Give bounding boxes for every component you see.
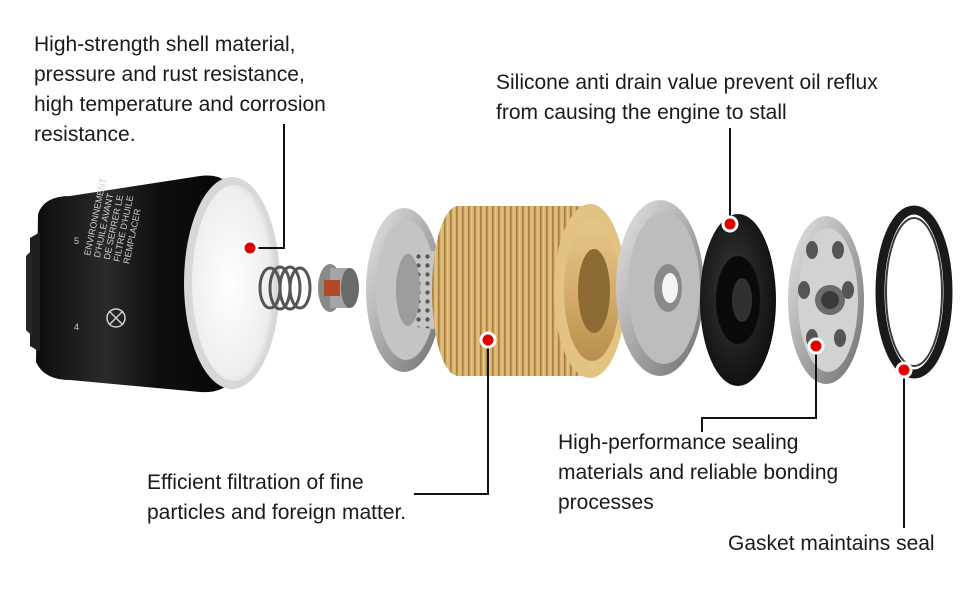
- sealing-callout-line: processes: [558, 491, 654, 514]
- gasket-callout: Gasket maintains seal: [728, 529, 935, 559]
- shell-callout-line: High-strength shell material,: [34, 33, 296, 56]
- canister-number: 5: [74, 236, 79, 246]
- sealing-leader-line: [701, 346, 817, 432]
- gasket-ring: [875, 205, 953, 379]
- shell-marker: [241, 239, 259, 257]
- shell-callout-line: resistance.: [34, 123, 136, 146]
- warning-emblem-icon: [106, 308, 126, 328]
- sealing-callout-line: High-performance sealing: [558, 431, 799, 454]
- canister-shell: ENVIRONNEMENT D'HUILE AVANT DE SERRER LE…: [26, 175, 280, 393]
- shell-callout-line: pressure and rust resistance,: [34, 63, 305, 86]
- bypass-valve: [318, 264, 359, 312]
- filtration-marker: [479, 331, 497, 349]
- valve-marker: [721, 215, 739, 233]
- end-plate: [616, 200, 704, 376]
- anti-drain-valve: [700, 214, 776, 386]
- valve-callout: Silicone anti drain value prevent oil re…: [496, 68, 878, 128]
- gasket-callout-line: Gasket maintains seal: [728, 532, 935, 555]
- sealing-callout-line: materials and reliable bonding: [558, 461, 839, 484]
- shell-leader-line: [250, 124, 285, 249]
- filtration-callout: Efficient filtration of fine particles a…: [147, 468, 406, 528]
- gasket-marker: [895, 361, 913, 379]
- sealing-marker: [807, 337, 825, 355]
- filtration-callout-line: Efficient filtration of fine: [147, 471, 364, 494]
- base-plate: [788, 216, 864, 384]
- relief-spring: [258, 265, 312, 311]
- canister-number: 4: [74, 322, 79, 332]
- valve-callout-line: Silicone anti drain value prevent oil re…: [496, 71, 878, 94]
- filtration-callout-line: particles and foreign matter.: [147, 501, 407, 524]
- shell-callout-line: high temperature and corrosion: [34, 93, 326, 116]
- filter-element: [366, 204, 626, 378]
- shell-callout: High-strength shell material, pressure a…: [34, 30, 326, 150]
- valve-callout-line: from causing the engine to stall: [496, 101, 787, 124]
- filtration-leader-line: [414, 340, 489, 495]
- sealing-callout: High-performance sealing materials and r…: [558, 428, 838, 518]
